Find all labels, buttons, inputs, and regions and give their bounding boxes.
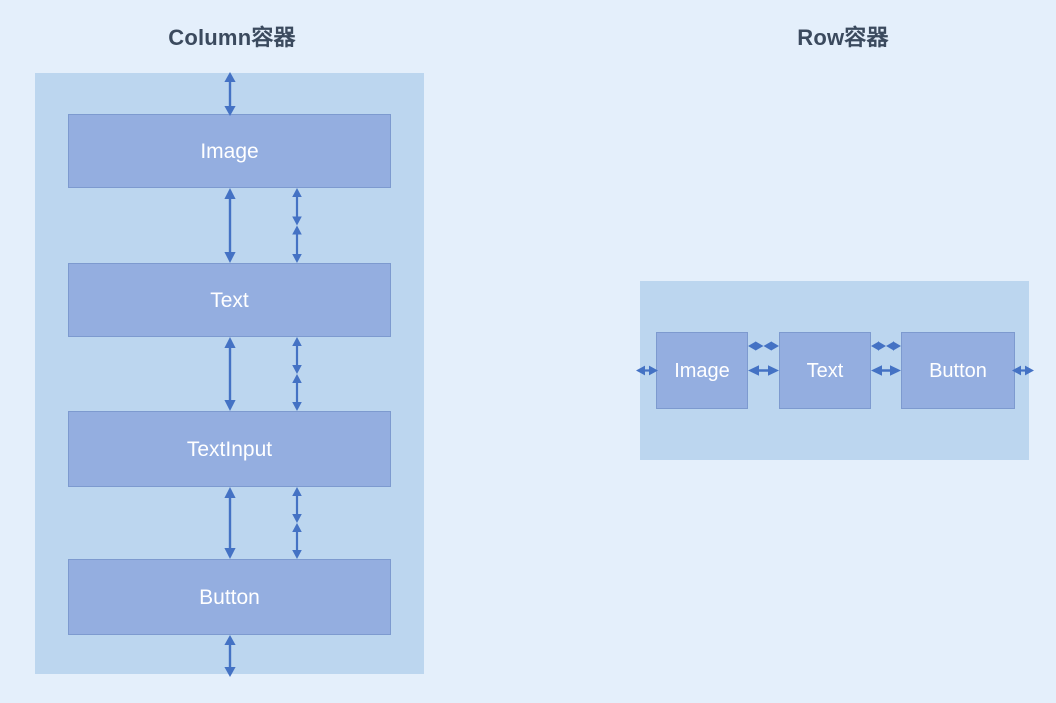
row-child-text: Text [779,332,871,409]
column-child-image: Image [68,114,391,188]
row-child-button: Button [901,332,1015,409]
panel-title-column: Column容器 [168,25,296,50]
row-child-image: Image [656,332,748,409]
column-child-textinput: TextInput [68,411,391,487]
column-child-button: Button [68,559,391,635]
column-child-text: Text [68,263,391,337]
panel-title-row: Row容器 [797,25,889,50]
